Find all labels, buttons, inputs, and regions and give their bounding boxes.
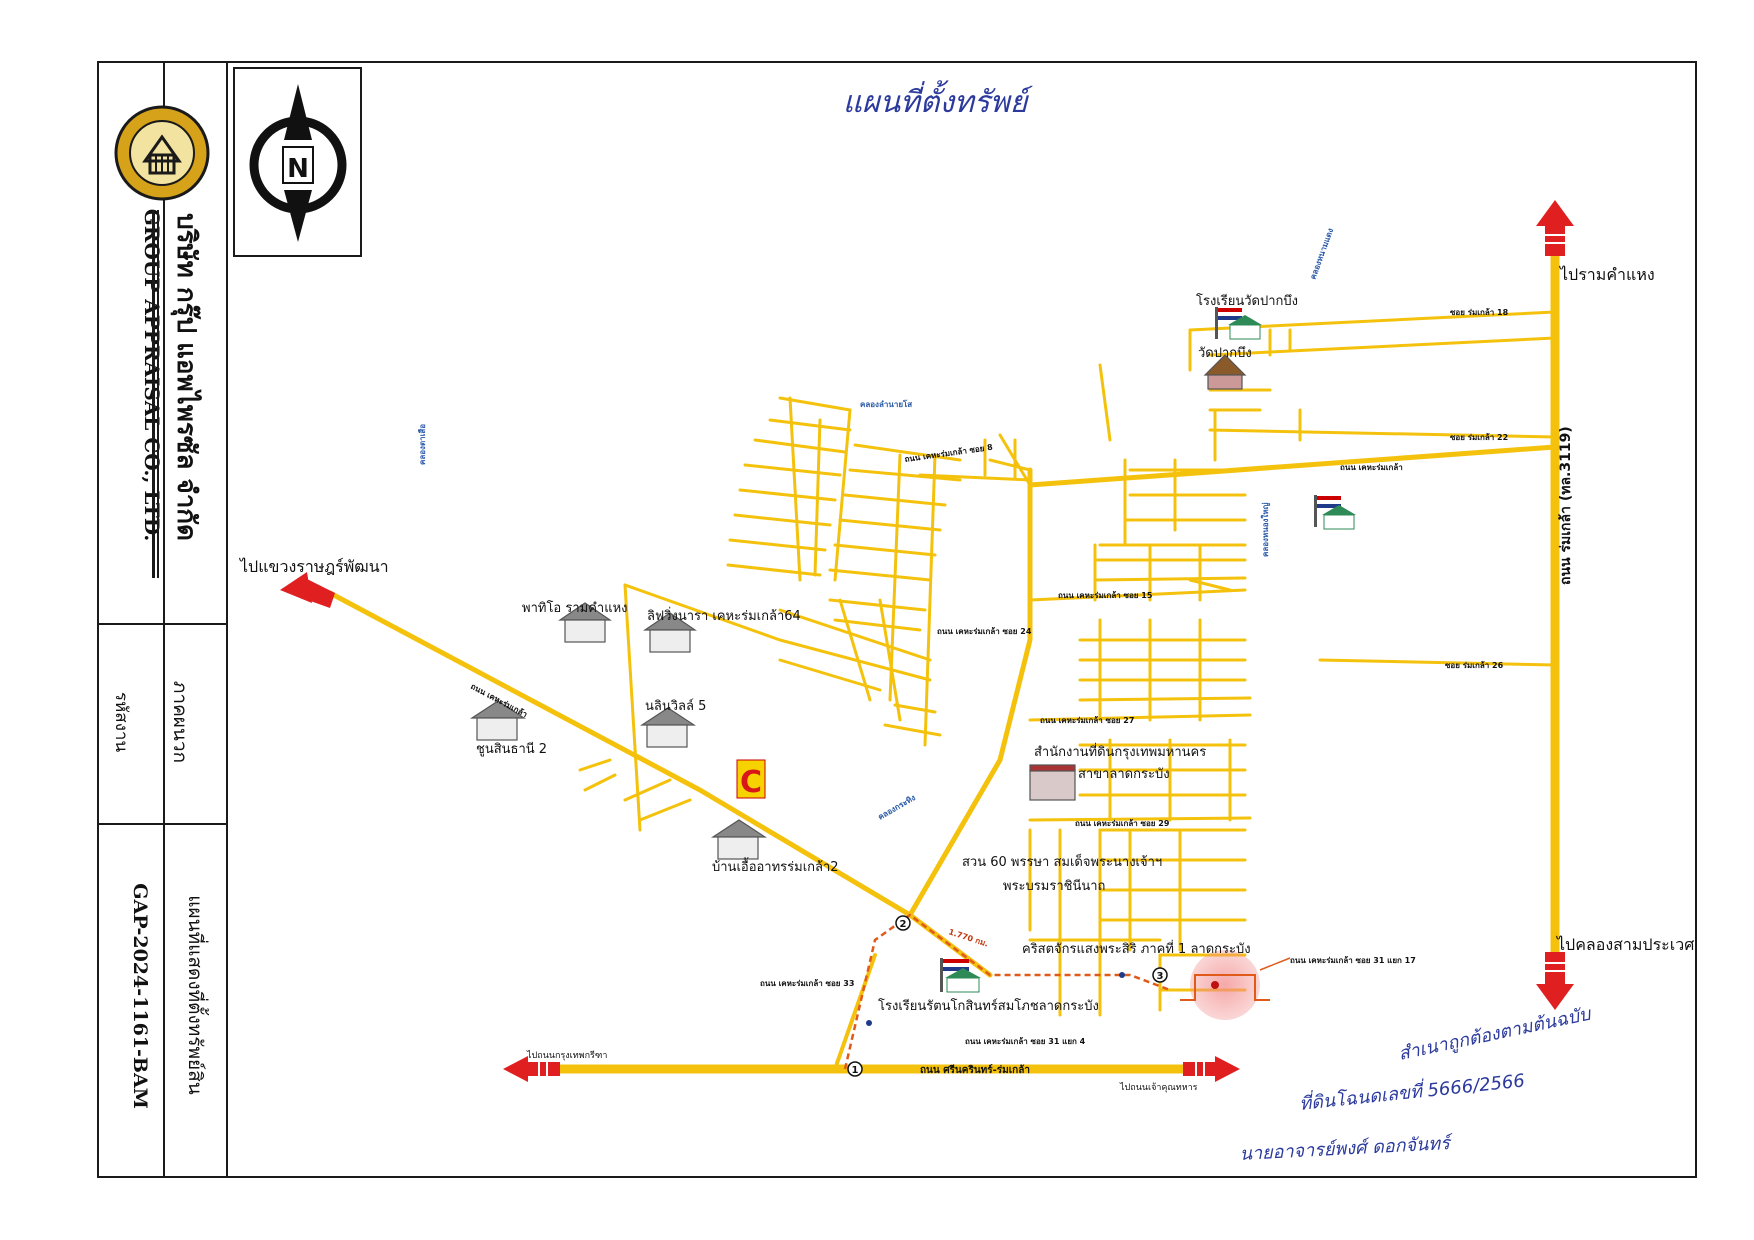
label-land-office-1: สำนักงานที่ดินกรุงเทพมหานคร: [1034, 743, 1206, 760]
bigc-logo: C: [736, 759, 766, 800]
road-network: [327, 235, 1560, 1074]
direction-west: ไปแขวงราษฎร์พัฒนา: [238, 557, 389, 576]
arrow-north-icon: [1536, 200, 1574, 256]
label-school-top: โรงเรียนวัดปากบึง: [1196, 293, 1298, 309]
house-icon-5: [710, 819, 768, 860]
north-arrow-icon: N: [233, 67, 362, 257]
road-soi33: ถนน เคหะร่มเกล้า ซอย 33: [760, 978, 854, 988]
house-icon-3: [639, 707, 697, 748]
road-soi26: ซอย ร่มเกล้า 26: [1445, 660, 1504, 670]
direction-bottom-right: ไปถนนเจ้าคุณทหาร: [1119, 1082, 1198, 1093]
company-logo: [114, 105, 210, 201]
subject-plot-outline: [1180, 974, 1270, 1001]
route-path: [843, 913, 1171, 1070]
school-icon-top: [1215, 307, 1262, 340]
direction-labels: ไปรามคำแหง ไปคลองสามประเวศ ไปแขวงราษฎร์พ…: [238, 265, 1694, 954]
label-village-1: พาทิโอ รามคำแหง: [522, 600, 628, 616]
arrow-south-icon: [1536, 952, 1574, 1010]
name-rule-2: [157, 210, 159, 578]
road-soi31-4: ถนน เคหะร่มเกล้า ซอย 31 แยก 4: [965, 1036, 1086, 1046]
label-school-bottom: โรงเรียนรัตนโกสินทร์สมโภชลาดกระบัง: [878, 998, 1099, 1014]
route-markers: 1 2 3: [847, 915, 1168, 1077]
svg-text:C: C: [740, 765, 762, 800]
label-village-4: ชูนสินธานี 2: [476, 741, 547, 757]
house-icon-1: [558, 602, 612, 643]
arrow-bottom-right-icon: [1183, 1056, 1240, 1082]
direction-north: ไปรามคำแหง: [1558, 265, 1655, 284]
road-soi18: ซอย ร่มเกล้า 18: [1450, 307, 1509, 317]
road-top: ถนน เคหะร่มเกล้า ซอย 8: [904, 442, 994, 464]
road-labels: ซอย ร่มเกล้า 18 ซอย ร่มเกล้า 22 ซอย ร่มเ…: [469, 307, 1509, 1076]
school-icon-east: [1314, 495, 1356, 530]
handwritten-notes: สำเนาถูกต้องตามต้นฉบับ ที่ดินโฉนดเลขที่ …: [1239, 1003, 1594, 1165]
subject-property-marker: [1190, 950, 1260, 1020]
canal-label-1: คลองลำนายโส: [860, 399, 912, 409]
direction-south: ไปคลองสามประเวศ: [1555, 935, 1694, 954]
landmark-labels: โรงเรียนวัดปากบึง วัดปากบึง พาทิโอ รามคำ…: [476, 293, 1298, 1014]
compass-letter: N: [287, 154, 309, 184]
road-main-vertical: ถนน ร่มเกล้า (ทล.3119): [1558, 426, 1574, 585]
school-icon-bottom: [940, 958, 981, 993]
label-park-2: พระบรมราชินีนาถ: [1003, 878, 1105, 894]
title-block-divider: [163, 61, 165, 1178]
handwritten-map-title: แผนที่ตั้งทรัพย์: [843, 80, 1034, 120]
road-bottom: ถนน ศรีนครินทร์-ร่มเกล้า: [920, 1064, 1030, 1076]
road-soi29: ถนน เคหะร่มเกล้า ซอย 29: [1075, 818, 1170, 828]
canal-label-2: คลองหนองใหญ่: [1260, 502, 1271, 557]
road-soi22: ซอย ร่มเกล้า 22: [1450, 432, 1508, 442]
handwritten-line-2: ที่ดินโฉนดเลขที่ 5666/2566: [1298, 1067, 1526, 1115]
page-frame: [97, 61, 1697, 1178]
road-middle: ถนน เคหะร่มเกล้า: [1340, 462, 1403, 472]
title-block-row-divider-1: [97, 623, 228, 625]
arrow-bottom-left-icon: [503, 1056, 560, 1082]
road-soi24: ถนน เคหะร่มเกล้า ซอย 24: [937, 626, 1032, 636]
arrow-west-icon: [280, 572, 335, 608]
label-village-5: บ้านเอื้ออาทรร่มเกล้า2: [712, 857, 839, 875]
house-icons: [469, 354, 1247, 860]
label-village-2: ลิฟวิ่งนารา เคหะร่มเกล้า64: [647, 607, 801, 624]
house-icon-2: [643, 612, 697, 653]
title-block: [97, 61, 228, 1178]
road-soi15: ถนน เคหะร่มเกล้า ซอย 15: [1058, 590, 1153, 600]
label-park-1: สวน 60 พรรษา สมเด็จพระนางเจ้าฯ: [962, 852, 1162, 870]
canal-label-4: คลองหนามแดง: [1308, 227, 1335, 281]
house-icon-4: [469, 700, 527, 741]
handwritten-line-3: นายอาจารย์พงศ์ ดอกจันทร์: [1239, 1133, 1454, 1165]
label-temple: วัดปากบึง: [1198, 346, 1252, 361]
label-village-3: นลินวิลล์ 5: [645, 698, 706, 714]
canal-label-5: คลองกระทิง: [877, 793, 918, 822]
road-soi31-17: ถนน เคหะร่มเกล้า ซอย 31 แยก 17: [1290, 955, 1416, 965]
marker-1: 1: [852, 1065, 859, 1076]
subject-pin-icon: [1211, 981, 1219, 989]
marker-2: 2: [900, 919, 907, 930]
road-soi27: ถนน เคหะร่มเกล้า ซอย 27: [1040, 715, 1134, 725]
handwritten-line-1: สำเนาถูกต้องตามต้นฉบับ: [1397, 1003, 1594, 1065]
office-building-icon: [1029, 764, 1076, 801]
marker-3: 3: [1157, 971, 1164, 982]
label-land-office-2: สาขาลาดกระบัง: [1078, 767, 1170, 782]
direction-bottom-left: ไปถนนกรุงเทพกรีฑา: [526, 1050, 607, 1061]
temple-icon: [1203, 354, 1247, 390]
name-rule-1: [152, 210, 155, 578]
label-church: คริสตจักรแสงพระสิริ ภาคที่ 1 ลาดกระบัง: [1022, 940, 1251, 957]
title-block-row-divider-2: [97, 823, 228, 825]
subject-leader-line: [1259, 957, 1291, 971]
route-point-icon: [866, 1020, 872, 1026]
route-point-icon: [1119, 972, 1125, 978]
canal-label-3: คลองตาเสือ: [417, 424, 427, 465]
